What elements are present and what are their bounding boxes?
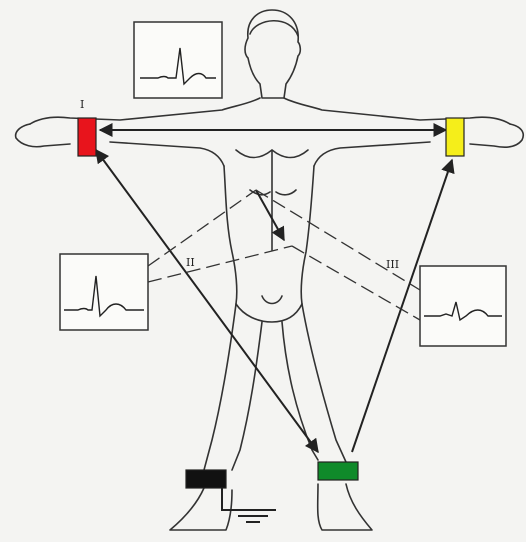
lead-2-label: II bbox=[186, 256, 195, 269]
left-arm-electrode bbox=[446, 118, 464, 156]
heart-axis-vector bbox=[256, 190, 284, 240]
lead-vectors bbox=[96, 130, 452, 452]
lead-1-label: I bbox=[80, 98, 84, 111]
right-leg-electrode bbox=[186, 470, 226, 488]
left-leg-electrode bbox=[318, 462, 358, 480]
lead-3-label: III bbox=[386, 258, 399, 271]
lead-3-trace bbox=[420, 266, 506, 346]
right-arm-electrode bbox=[78, 118, 96, 156]
lead-2-connector bbox=[148, 190, 292, 282]
lead-connectors bbox=[148, 190, 420, 320]
lead-1-trace bbox=[134, 22, 222, 98]
lead-2-trace bbox=[60, 254, 148, 330]
lead-3-connector bbox=[256, 190, 420, 320]
